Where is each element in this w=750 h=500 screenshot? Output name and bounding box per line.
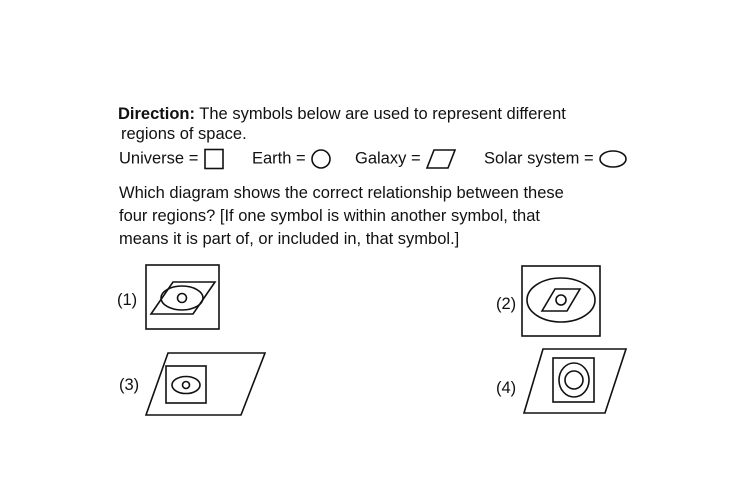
option-4-diagram[interactable] xyxy=(521,346,629,416)
ellipse-icon xyxy=(599,149,627,168)
prompt-line-3: means it is part of, or included in, tha… xyxy=(119,230,460,248)
square-icon xyxy=(521,265,601,337)
circle-icon xyxy=(176,292,188,304)
legend-solar-system: Solar system = xyxy=(484,147,628,169)
option-1-label[interactable]: (1) xyxy=(117,291,138,309)
legend-galaxy: Galaxy = xyxy=(355,147,457,169)
ellipse-icon xyxy=(558,362,590,398)
parallelogram-icon xyxy=(426,148,457,169)
legend-solar-system-equals: = xyxy=(579,149,594,168)
legend-universe-equals: = xyxy=(184,149,199,168)
prompt-line-2: four regions? [If one symbol is within a… xyxy=(119,207,540,225)
legend-earth-name: Earth xyxy=(252,149,292,168)
legend-earth-equals: = xyxy=(291,149,306,168)
option-1-diagram[interactable] xyxy=(140,262,222,334)
prompt-line-1: Which diagram shows the correct relation… xyxy=(119,184,564,202)
option-2-label[interactable]: (2) xyxy=(496,295,517,313)
option-3-diagram[interactable] xyxy=(143,350,267,418)
circle-icon xyxy=(564,370,584,390)
direction-label: Direction: xyxy=(118,105,196,123)
legend-solar-system-name: Solar system xyxy=(484,149,580,168)
ellipse-icon xyxy=(526,277,596,323)
circle-icon xyxy=(181,380,191,390)
square-icon xyxy=(204,148,224,169)
direction-text: The symbols below are used to represent … xyxy=(195,105,566,123)
direction-line-2: regions of space. xyxy=(121,125,247,143)
legend-galaxy-equals: = xyxy=(406,149,421,168)
option-3-label[interactable]: (3) xyxy=(119,376,140,394)
square-icon xyxy=(552,357,595,403)
parallelogram-icon xyxy=(149,281,217,315)
legend-universe-name: Universe xyxy=(119,149,185,168)
legend-galaxy-name: Galaxy xyxy=(355,149,407,168)
parallelogram-icon xyxy=(540,288,582,312)
ellipse-icon xyxy=(171,375,201,395)
ellipse-icon xyxy=(160,285,204,311)
direction-line-1: Direction: The symbols below are used to… xyxy=(118,104,566,124)
parallelogram-icon xyxy=(522,348,628,414)
square-icon xyxy=(145,264,220,330)
square-icon xyxy=(165,365,207,404)
circle-icon xyxy=(311,148,332,169)
legend-earth: Earth = xyxy=(252,147,332,169)
parallelogram-icon xyxy=(144,352,267,416)
circle-icon xyxy=(555,294,567,306)
option-2-diagram[interactable] xyxy=(518,263,604,341)
option-4-label[interactable]: (4) xyxy=(496,379,517,397)
legend-universe: Universe = xyxy=(119,147,225,169)
